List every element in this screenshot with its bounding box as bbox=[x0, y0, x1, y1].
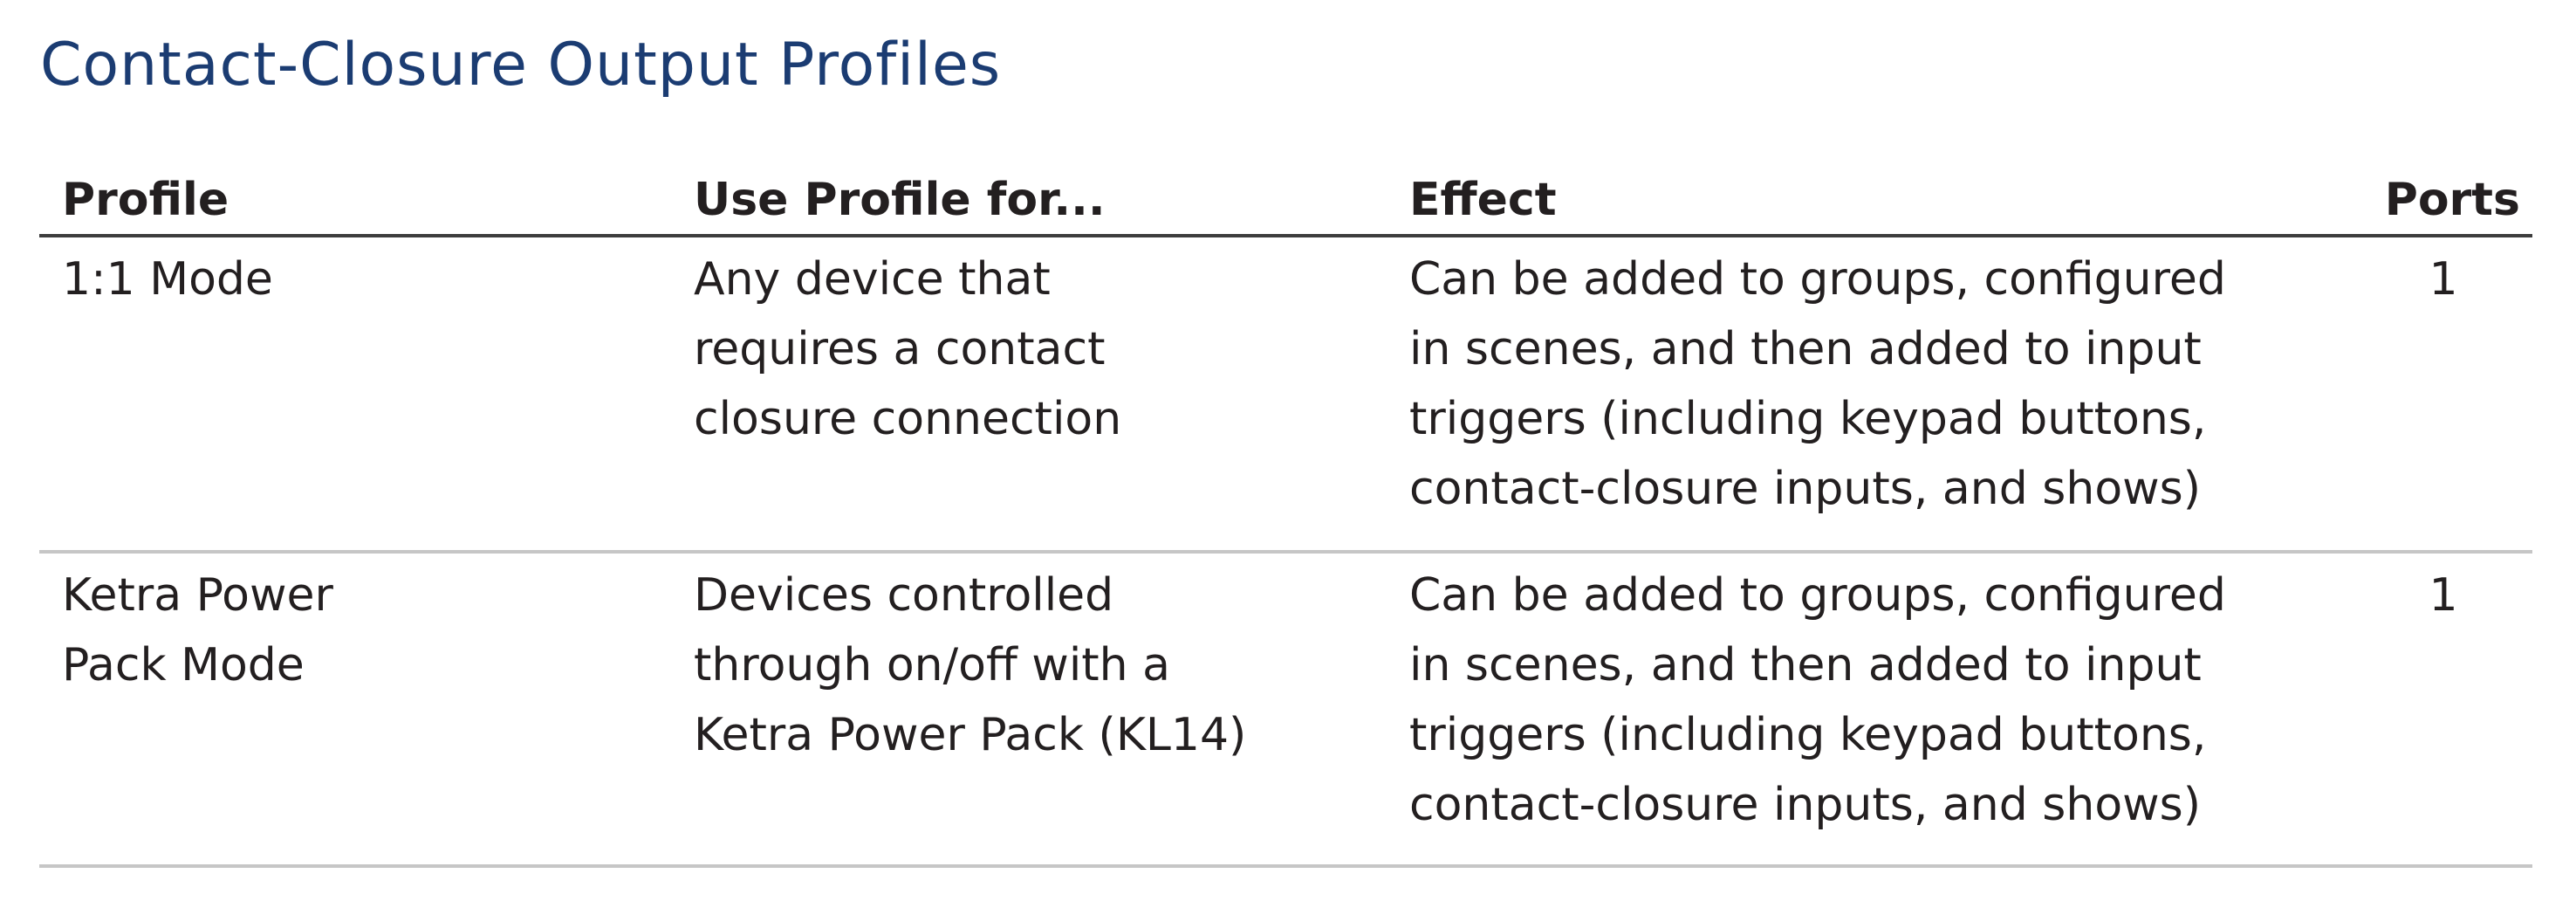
profile-name: Ketra Power bbox=[62, 569, 333, 622]
effect-cell: Can be added to groups, configured in sc… bbox=[1409, 244, 2226, 524]
effect-line: triggers (including keypad buttons, bbox=[1409, 393, 2207, 445]
profile-cell: 1:1 Mode bbox=[62, 244, 273, 314]
use-for-line: Devices controlled bbox=[694, 569, 1114, 622]
effect-line: Can be added to groups, configured bbox=[1409, 253, 2226, 306]
column-header-profile: Profile bbox=[62, 174, 230, 226]
use-for-line: closure connection bbox=[694, 393, 1122, 445]
table-row: Ketra Power Pack Mode Devices controlled… bbox=[39, 554, 2532, 868]
use-for-line: requires a contact bbox=[694, 323, 1106, 375]
column-header-use-profile-for: Use Profile for... bbox=[694, 174, 1106, 226]
effect-line: Can be added to groups, configured bbox=[1409, 569, 2226, 622]
effect-line: triggers (including keypad buttons, bbox=[1409, 709, 2207, 761]
column-header-ports: Ports bbox=[2384, 174, 2520, 226]
profile-name: Pack Mode bbox=[62, 639, 305, 691]
table-header: Profile Use Profile for... Effect Ports bbox=[39, 166, 2532, 237]
use-for-cell: Any device that requires a contact closu… bbox=[694, 244, 1121, 454]
ports-cell: 1 bbox=[2429, 253, 2458, 306]
use-for-cell: Devices controlled through on/off with a… bbox=[694, 561, 1246, 770]
profile-cell: Ketra Power Pack Mode bbox=[62, 561, 333, 700]
effect-cell: Can be added to groups, configured in sc… bbox=[1409, 561, 2226, 840]
use-for-line: Any device that bbox=[694, 253, 1051, 306]
effect-line: contact-closure inputs, and shows) bbox=[1409, 779, 2202, 831]
effect-line: contact-closure inputs, and shows) bbox=[1409, 463, 2202, 515]
effect-line: in scenes, and then added to input bbox=[1409, 323, 2202, 375]
column-header-effect: Effect bbox=[1409, 174, 1557, 226]
profile-name: 1:1 Mode bbox=[62, 253, 273, 306]
page-title: Contact-Closure Output Profiles bbox=[40, 31, 1002, 100]
effect-line: in scenes, and then added to input bbox=[1409, 639, 2202, 691]
use-for-line: through on/off with a bbox=[694, 639, 1171, 691]
use-for-line: Ketra Power Pack (KL14) bbox=[694, 709, 1247, 761]
table-row: 1:1 Mode Any device that requires a cont… bbox=[39, 237, 2532, 554]
profiles-table: Profile Use Profile for... Effect Ports … bbox=[39, 166, 2532, 868]
ports-cell: 1 bbox=[2429, 569, 2458, 622]
